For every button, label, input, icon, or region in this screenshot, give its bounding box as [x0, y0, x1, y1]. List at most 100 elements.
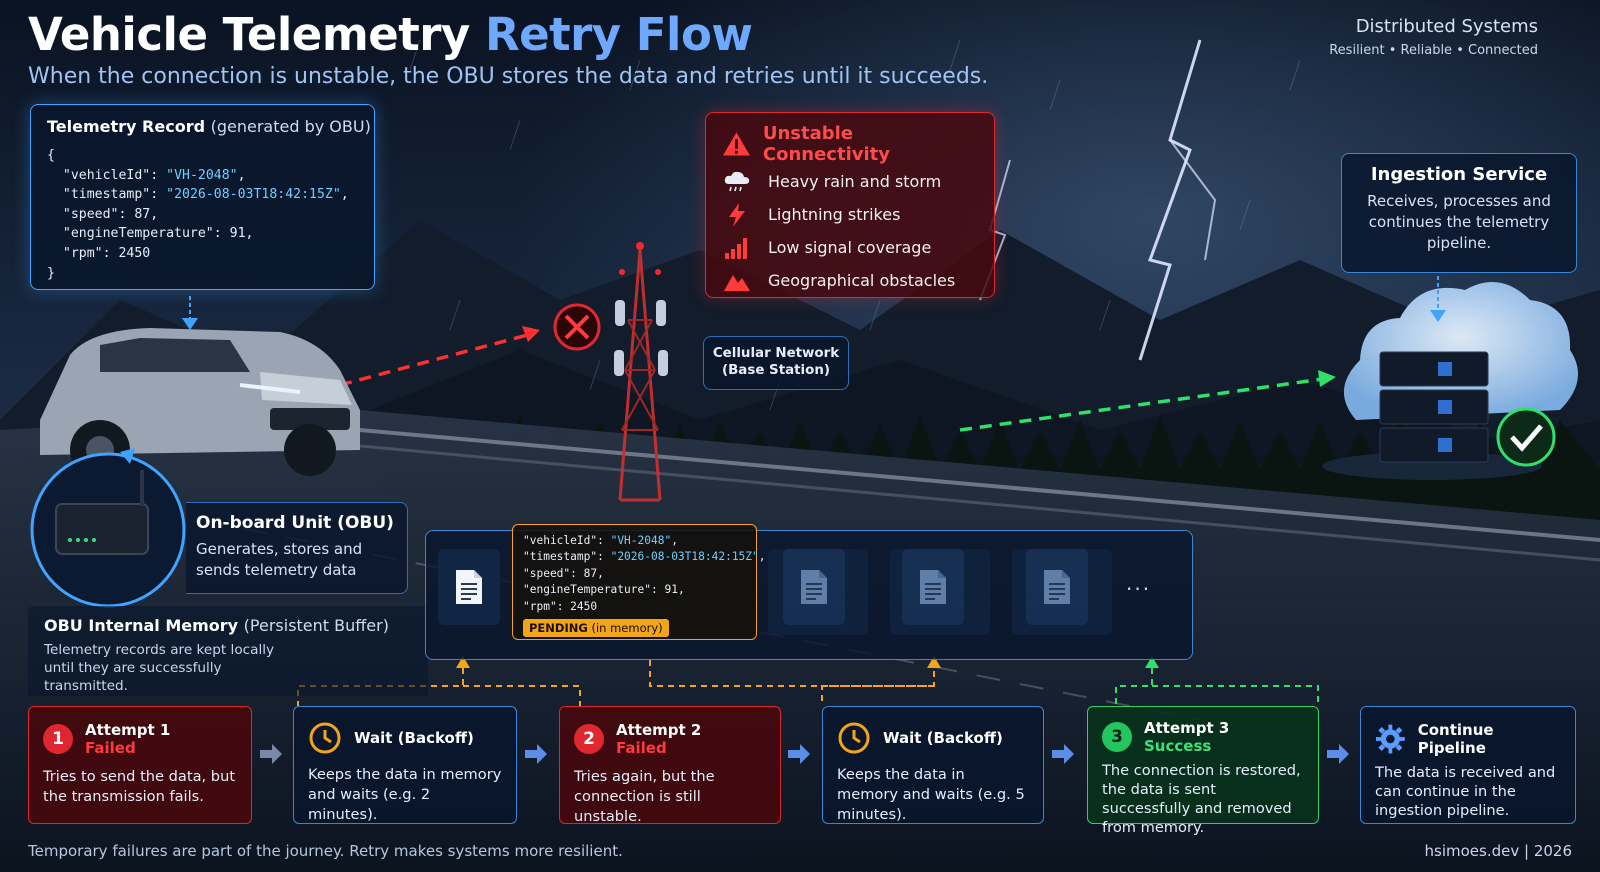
- title-main: Vehicle Telemetry: [28, 8, 470, 61]
- json-key: "engineTemperature": [62, 226, 214, 242]
- step-title: Attempt 2: [616, 721, 702, 739]
- json-key: "rpm": [62, 245, 103, 261]
- connectivity-item-label: Heavy rain and storm: [768, 172, 942, 191]
- arrow-right-icon: [1327, 744, 1349, 764]
- pending-record: "vehicleId": "VH-2048", "timestamp": "20…: [512, 524, 766, 640]
- json-key: "vehicleId": [62, 167, 151, 183]
- step-head: 3 Attempt 3 Success: [1102, 719, 1304, 755]
- buffer-slot: [783, 549, 845, 625]
- step-status: Failed: [85, 739, 136, 757]
- pending-badge-note: (in memory): [591, 621, 663, 636]
- step-text: Tries again, but the connection is still…: [574, 768, 715, 825]
- memory-text: Telemetry records are kept locally until…: [44, 642, 275, 694]
- step-head: Continue Pipeline: [1375, 721, 1561, 757]
- step-head: Wait (Backoff): [837, 721, 1029, 755]
- step-title: Continue Pipeline: [1417, 721, 1494, 757]
- brand-title: Distributed Systems: [1355, 16, 1538, 37]
- arrow-right-icon: [525, 744, 547, 764]
- arrow-right-icon: [788, 744, 810, 764]
- page-title: Vehicle Telemetry Retry Flow: [28, 8, 753, 61]
- memory-note: (Persistent Buffer): [243, 616, 389, 635]
- json-value: "2026-08-03T18:42:15Z": [166, 187, 341, 203]
- step-continue-pipeline: Continue Pipeline The data is received a…: [1360, 706, 1576, 824]
- obu-memory-panel: OBU Internal Memory (Persistent Buffer) …: [28, 606, 428, 696]
- step-number-badge: 3: [1102, 722, 1132, 752]
- page-subtitle: When the connection is unstable, the OBU…: [28, 64, 989, 89]
- document-icon: [456, 570, 482, 604]
- json-key: "timestamp": [62, 187, 151, 203]
- cellular-line-1: Cellular Network: [712, 346, 840, 361]
- obu-title: On-board Unit (OBU): [196, 513, 394, 533]
- buffer-slot: [438, 549, 500, 625]
- step-heading: Attempt 1 Failed: [85, 721, 170, 757]
- telemetry-record-note: (generated by OBU): [210, 117, 371, 136]
- clock-icon: [838, 722, 870, 754]
- step-text: The data is received and can continue in…: [1375, 764, 1556, 819]
- cellular-network-label: Cellular Network (Base Station): [703, 336, 849, 390]
- pending-badge: PENDING (in memory): [523, 619, 669, 638]
- mountain-icon: [724, 274, 750, 291]
- step-title: Attempt 1: [85, 721, 171, 739]
- connectivity-item-label: Geographical obstacles: [768, 271, 956, 290]
- ingestion-title: Ingestion Service: [1370, 164, 1548, 185]
- document-icon: [801, 570, 827, 604]
- gear-icon: [1375, 724, 1405, 754]
- json-value: "VH-2048": [610, 534, 672, 547]
- connectivity-heading: Unstable Connectivity: [722, 123, 978, 165]
- obu-text: Generates, stores and sends telemetry da…: [196, 540, 363, 579]
- lightning-icon: [729, 202, 745, 227]
- ingestion-service-panel: Ingestion Service Receives, processes an…: [1341, 153, 1577, 273]
- telemetry-record-title: Telemetry Record (generated by OBU): [47, 117, 371, 136]
- telemetry-json: { "vehicleId": "VH-2048", "timestamp": "…: [47, 148, 349, 281]
- step-text: The connection is restored, the data is …: [1102, 762, 1301, 836]
- buffer-ellipsis: ...: [1126, 571, 1152, 595]
- json-key: "speed": [523, 566, 571, 580]
- connectivity-item: Lightning strikes: [722, 198, 978, 231]
- step-heading: Attempt 3 Success: [1144, 719, 1229, 755]
- json-key: "engineTemperature": [523, 583, 651, 597]
- telemetry-record-panel: Telemetry Record (generated by OBU) { "v…: [30, 104, 375, 290]
- connectivity-item-label: Lightning strikes: [768, 205, 901, 224]
- json-key: "speed": [62, 206, 119, 222]
- json-value: 91: [229, 226, 246, 242]
- json-value: "VH-2048": [166, 167, 238, 183]
- step-title: Attempt 3: [1144, 719, 1230, 737]
- step-heading: Attempt 2 Failed: [616, 721, 701, 757]
- unstable-connectivity-panel: Unstable Connectivity Heavy rain and sto…: [705, 112, 995, 298]
- cell-tower: [614, 242, 668, 502]
- memory-heading: OBU Internal Memory: [44, 616, 239, 635]
- signal-bars-icon: [725, 237, 747, 259]
- connectivity-item: Low signal coverage: [722, 231, 978, 264]
- json-key: "rpm": [523, 599, 557, 613]
- buffer-slot: [1026, 549, 1088, 625]
- buffer-slot: [902, 549, 964, 625]
- step-attempt-2: 2 Attempt 2 Failed Tries again, but the …: [559, 706, 781, 825]
- step-attempt-1: 1 Attempt 1 Failed Tries to send the dat…: [28, 706, 252, 824]
- step-text: Keeps the data in memory and waits (e.g.…: [308, 766, 502, 823]
- cellular-line-2: (Base Station): [721, 363, 830, 378]
- memory-title: OBU Internal Memory (Persistent Buffer): [44, 616, 412, 635]
- telemetry-record-heading: Telemetry Record: [47, 117, 206, 136]
- connectivity-item-label: Low signal coverage: [768, 238, 932, 257]
- title-accent: Retry Flow: [484, 8, 753, 61]
- step-title: Wait (Backoff): [883, 729, 1003, 747]
- pending-badge-strong: PENDING: [529, 621, 588, 636]
- warning-icon: [722, 132, 750, 156]
- brand-tagline: Resilient • Reliable • Connected: [1329, 43, 1538, 58]
- ingestion-cloud: [1322, 282, 1578, 480]
- step-head: 2 Attempt 2 Failed: [574, 721, 766, 757]
- brand-block: Distributed Systems Resilient • Reliable…: [1329, 16, 1538, 58]
- connectivity-item: Heavy rain and storm: [722, 165, 978, 198]
- json-key: "timestamp": [523, 550, 598, 564]
- pending-json: "vehicleId": "VH-2048", "timestamp": "20…: [523, 534, 766, 613]
- step-status: Failed: [616, 739, 667, 757]
- footer-credit: hsimoes.dev | 2026: [1424, 842, 1572, 860]
- arrow-right-icon: [1052, 744, 1074, 764]
- json-value: 87: [583, 566, 598, 580]
- step-number-badge: 2: [574, 724, 604, 754]
- step-text: Keeps the data in memory and waits (e.g.…: [837, 766, 1025, 823]
- step-status: Success: [1144, 737, 1212, 755]
- step-number-badge: 1: [43, 724, 73, 754]
- obu-panel: On-board Unit (OBU) Generates, stores an…: [186, 502, 408, 594]
- ingestion-text: Receives, processes and continues the te…: [1367, 192, 1551, 252]
